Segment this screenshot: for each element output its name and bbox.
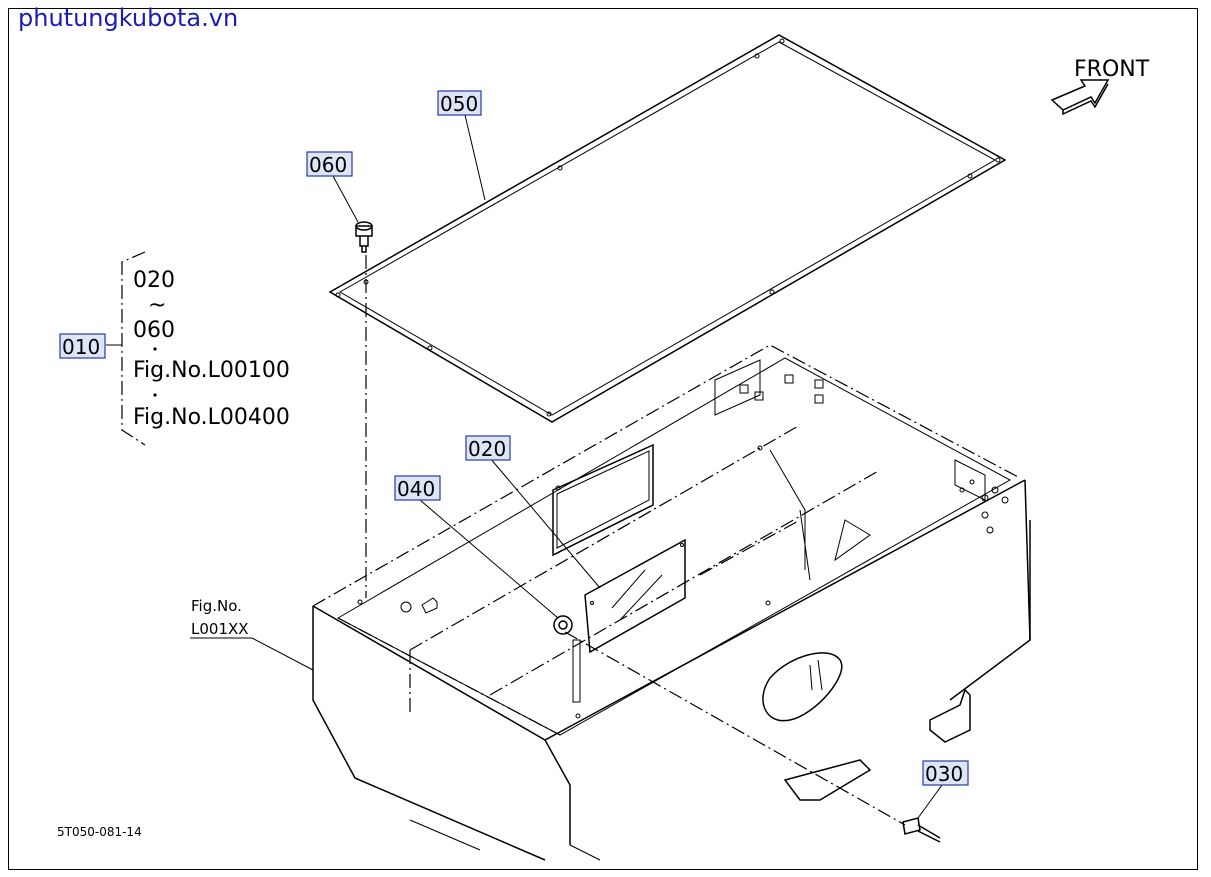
- callout-020: 020: [468, 437, 506, 461]
- callout-020-box: [465, 435, 511, 461]
- leader-030: [917, 784, 943, 819]
- group-to: 060: [133, 318, 175, 343]
- group-fig1: Fig.No.L00100: [133, 358, 290, 383]
- callout-050: 050: [440, 92, 478, 116]
- bolt-part: [902, 817, 941, 843]
- callout-010: 010: [62, 335, 100, 359]
- callout-010-box: [59, 333, 106, 359]
- callout-060: 060: [309, 153, 347, 177]
- sight-glass-part: [584, 538, 686, 654]
- knob-part: [355, 221, 373, 253]
- leader-060: [332, 175, 359, 223]
- callout-050-box: [437, 90, 482, 116]
- group-bracket: [121, 251, 146, 446]
- bullet: [153, 393, 157, 397]
- front-label: FRONT: [1074, 57, 1150, 82]
- cover-plate: [328, 34, 1007, 423]
- hopper-body: [312, 344, 1031, 861]
- group-fig2: Fig.No.L00400: [133, 405, 290, 430]
- group-tilde: ~: [148, 293, 166, 318]
- callout-030: 030: [925, 762, 963, 786]
- leader-040: [419, 499, 559, 619]
- callout-030-box: [922, 760, 969, 786]
- drawing-code: 5T050-081-14: [57, 825, 142, 839]
- callout-040-box: [394, 475, 441, 501]
- leader-050: [464, 114, 486, 201]
- fig-ref-line2: L001XX: [191, 620, 249, 638]
- leader-fig-ref: [251, 637, 314, 671]
- drawing-frame: [8, 8, 1198, 870]
- grommet-part: [553, 615, 573, 635]
- callout-040: 040: [397, 477, 435, 501]
- leader-020: [489, 457, 601, 589]
- front-arrow-icon: [1050, 79, 1110, 116]
- callout-060-box: [306, 151, 353, 177]
- fig-ref-line1: Fig.No.: [191, 597, 242, 615]
- bullet: [153, 347, 157, 351]
- watermark-text: phutungkubota.vn: [18, 4, 239, 32]
- group-from: 020: [133, 268, 175, 293]
